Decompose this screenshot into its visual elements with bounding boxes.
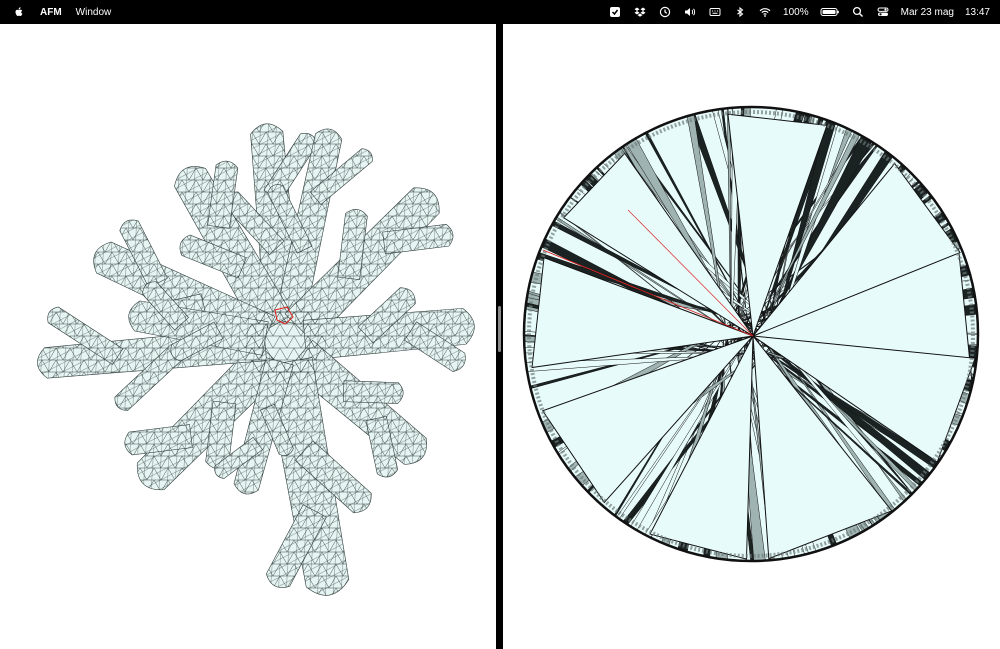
- highlighted-edge: [542, 249, 754, 337]
- divider-handle[interactable]: [498, 306, 501, 352]
- disk-triangle: [524, 355, 740, 373]
- mesh-arm: [114, 344, 184, 411]
- mesh-arm: [295, 440, 372, 513]
- disk-large-face: [562, 152, 754, 337]
- battery-percent: 100%: [783, 6, 809, 18]
- battery-icon[interactable]: [820, 5, 840, 19]
- mesh-core-grid: [245, 302, 325, 382]
- time-machine-icon[interactable]: [658, 5, 672, 19]
- apple-menu-icon[interactable]: [12, 5, 26, 19]
- mesh-arm: [267, 184, 313, 254]
- mesh-arm: [274, 128, 342, 326]
- mesh-arm: [214, 437, 263, 479]
- mesh-arm: [285, 187, 440, 342]
- window-menu[interactable]: Window: [75, 6, 112, 18]
- disk-view-right[interactable]: [503, 24, 1000, 649]
- highlighted-edge-2: [627, 209, 754, 337]
- mesh-view-left[interactable]: [0, 24, 496, 649]
- mesh-arm: [119, 219, 168, 288]
- disk-large-face: [727, 113, 828, 337]
- app-menu[interactable]: AFM: [40, 6, 62, 18]
- disk-triangle: [726, 107, 732, 349]
- checkbox-icon[interactable]: [608, 5, 622, 19]
- disk-large-face: [531, 257, 754, 369]
- dropbox-icon[interactable]: [633, 5, 647, 19]
- mesh-arm: [260, 404, 294, 456]
- mesh-arm: [170, 322, 223, 362]
- highlighted-face: [274, 306, 294, 325]
- mesh-arm: [310, 148, 373, 205]
- disk-parameterization: [522, 105, 980, 563]
- mesh-arm: [205, 401, 237, 469]
- mesh-arm: [382, 224, 454, 254]
- disk-large-face: [752, 334, 893, 560]
- disk-large-face: [752, 162, 961, 337]
- mesh-arm: [266, 504, 327, 588]
- mesh-arm: [343, 380, 404, 404]
- mesh-arm: [124, 424, 193, 455]
- search-icon[interactable]: [851, 5, 865, 19]
- menubar-time[interactable]: 13:47: [964, 6, 990, 18]
- mesh-arm: [263, 133, 318, 201]
- mesh-arm: [223, 191, 285, 255]
- mesh-arm: [365, 416, 398, 478]
- snowflake-mesh: [37, 123, 475, 596]
- mesh-arm: [142, 281, 189, 331]
- menu-bar: AFM Window 100% Mar 23 mag 13:47: [0, 0, 1000, 24]
- mesh-arm: [207, 161, 238, 229]
- control-center-icon[interactable]: [876, 5, 890, 19]
- mesh-arm: [404, 321, 466, 372]
- mesh-arm: [337, 209, 368, 280]
- menubar-date[interactable]: Mar 23 mag: [900, 6, 954, 18]
- disk-large-face: [752, 335, 976, 463]
- mesh-arm: [47, 306, 123, 365]
- disk-large-face: [541, 335, 754, 504]
- disk-large-face: [649, 335, 754, 560]
- mesh-arm: [174, 166, 293, 335]
- keyboard-icon[interactable]: [708, 5, 722, 19]
- mesh-arm: [179, 234, 247, 279]
- mesh-arm: [358, 287, 416, 343]
- mesh-arm: [264, 357, 349, 596]
- volume-icon[interactable]: [683, 5, 697, 19]
- bluetooth-icon[interactable]: [733, 5, 747, 19]
- wifi-icon[interactable]: [758, 5, 772, 19]
- split-divider[interactable]: [496, 24, 503, 649]
